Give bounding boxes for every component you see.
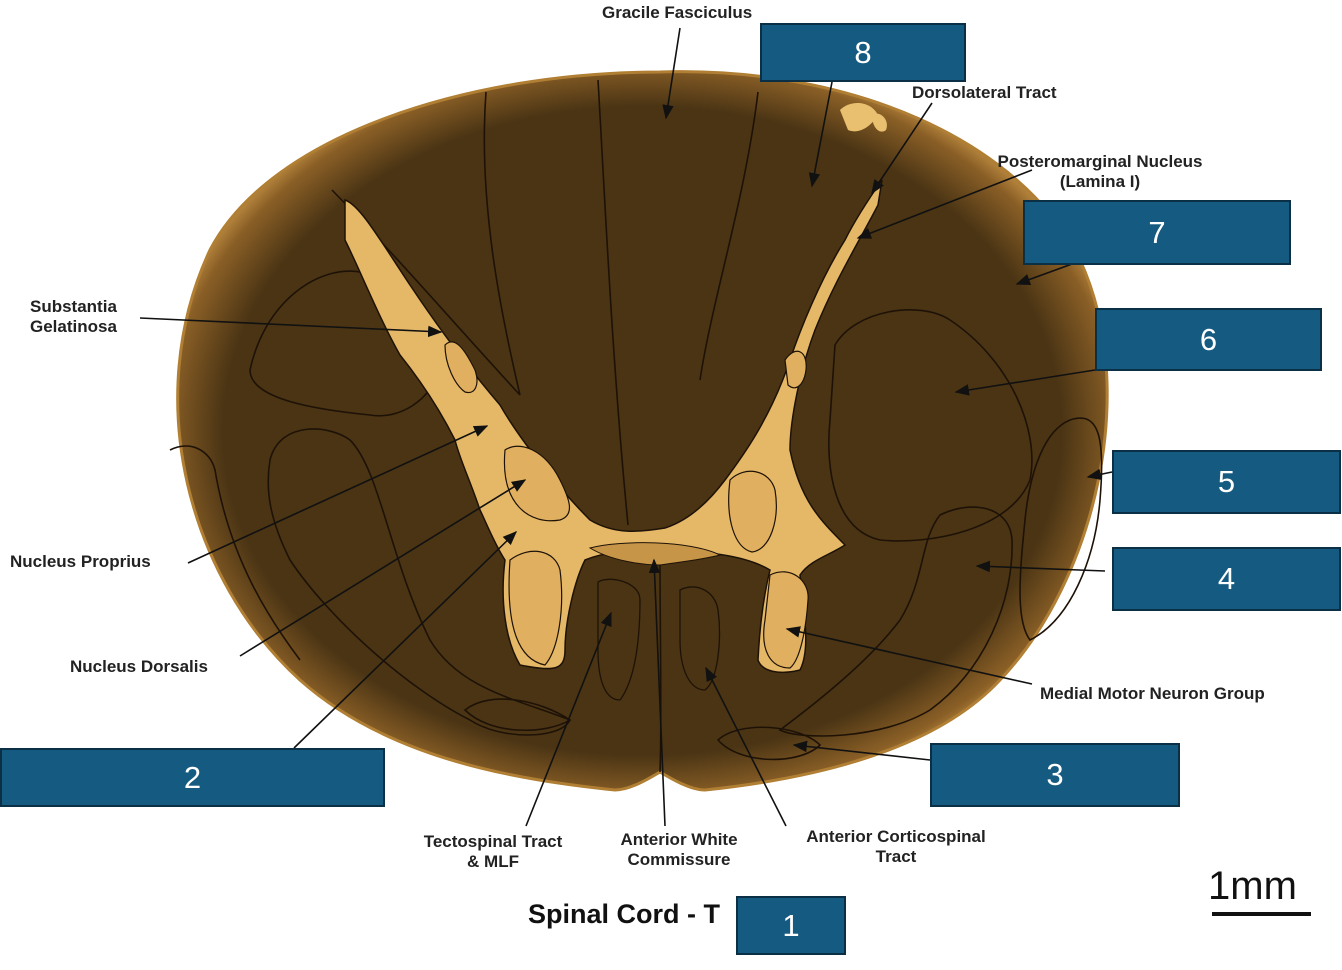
answer-box-7[interactable]: 7	[1023, 200, 1291, 265]
leader-lines	[139, 27, 1113, 827]
answer-box-2[interactable]: 2	[0, 748, 385, 807]
figure-title: Spinal Cord - T	[528, 899, 720, 929]
label-posteromarginal-nucleus: Posteromarginal Nucleus (Lamina I)	[970, 152, 1230, 192]
label-substantia-line2: Gelatinosa	[30, 317, 117, 336]
answer-box-8[interactable]: 8	[760, 23, 966, 82]
label-anterior-white-line1: Anterior White	[620, 830, 738, 849]
anterior-median-fissure	[588, 542, 722, 566]
answer-box-3[interactable]: 3	[930, 743, 1180, 807]
label-tectospinal-tract: Tectospinal Tract & MLF	[400, 832, 586, 872]
label-gracile-fasciculus: Gracile Fasciculus	[602, 3, 753, 22]
label-anterior-white-line2: Commissure	[627, 850, 731, 869]
label-posteromarginal-line2: (Lamina I)	[1059, 172, 1141, 191]
label-nucleus-proprius: Nucleus Proprius	[10, 552, 151, 571]
scale-bar-label: 1mm	[1208, 864, 1297, 908]
label-substantia-gelatinosa: Substantia Gelatinosa	[30, 297, 117, 337]
label-substantia-line1: Substantia	[30, 297, 117, 316]
label-anterior-cortico-line1: Anterior Corticospinal	[806, 827, 986, 846]
answer-box-4[interactable]: 4	[1112, 547, 1341, 611]
answer-box-1[interactable]: 1	[736, 896, 846, 955]
answer-box-5[interactable]: 5	[1112, 450, 1341, 514]
label-posteromarginal-line1: Posteromarginal Nucleus	[997, 152, 1203, 171]
cord-outline	[176, 70, 1109, 792]
label-anterior-corticospinal-tract: Anterior Corticospinal Tract	[780, 827, 1012, 867]
label-nucleus-dorsalis: Nucleus Dorsalis	[70, 657, 208, 676]
tract-boundaries	[169, 79, 1103, 773]
label-anterior-white-commissure: Anterior White Commissure	[600, 830, 758, 870]
label-tectospinal-line1: Tectospinal Tract	[423, 832, 563, 851]
scale-bar	[1212, 912, 1311, 916]
answer-box-6[interactable]: 6	[1095, 308, 1322, 371]
label-anterior-cortico-line2: Tract	[875, 847, 917, 866]
label-medial-motor-neuron-group: Medial Motor Neuron Group	[1040, 684, 1265, 703]
label-tectospinal-line2: & MLF	[467, 852, 519, 871]
label-dorsolateral-tract: Dorsolateral Tract	[912, 83, 1057, 102]
